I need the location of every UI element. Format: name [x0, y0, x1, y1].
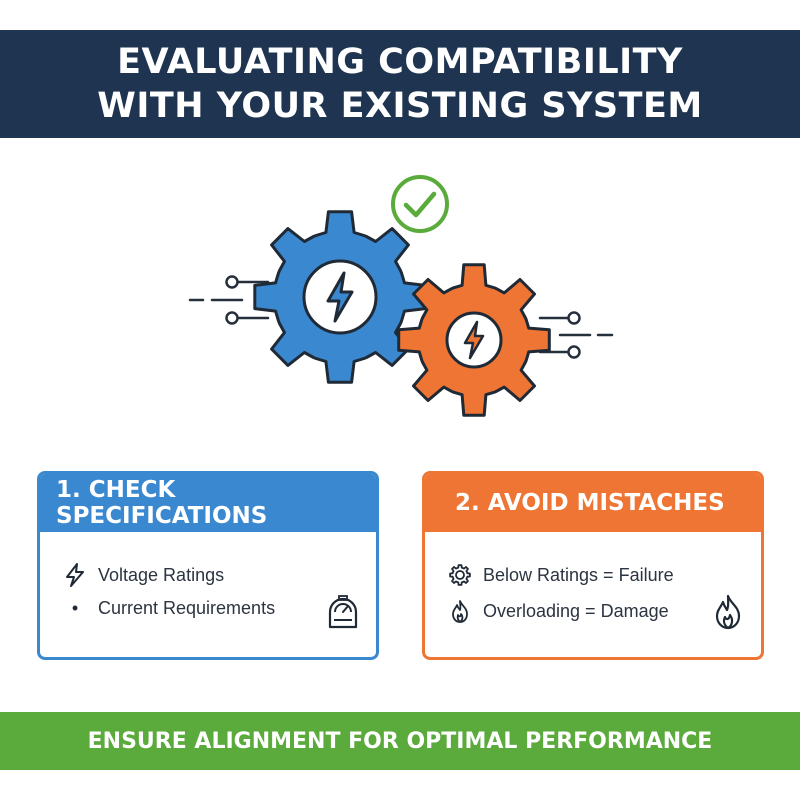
orange-gear-icon: [397, 263, 551, 417]
flame-icon: [447, 598, 473, 624]
gears-illustration: [188, 175, 614, 417]
below-ratings-label: Below Ratings = Failure: [483, 564, 674, 585]
connector-lines-left-icon: [188, 275, 270, 325]
check-specifications-card: 1. CHECK SPECIFICATIONS Voltage Ratings …: [37, 471, 379, 660]
voltage-ratings-item: Voltage Ratings: [62, 562, 224, 588]
overloading-label: Overloading = Damage: [483, 600, 669, 621]
bullet-icon: •: [71, 598, 79, 618]
check-circle-icon: [391, 175, 449, 233]
title-banner: EVALUATING COMPATIBILITY WITH YOUR EXIST…: [0, 30, 800, 138]
gauge-meter-icon: [328, 595, 358, 629]
avoid-mismatches-body: Below Ratings = Failure Overloading = Da…: [425, 532, 761, 657]
current-requirements-item: • Current Requirements: [62, 598, 275, 619]
current-requirements-label: Current Requirements: [98, 598, 276, 618]
title-line-2: WITH YOUR EXISTING SYSTEM: [97, 86, 703, 126]
blue-gear-icon: [253, 210, 427, 384]
check-specifications-title: 1. CHECK SPECIFICATIONS: [40, 474, 376, 532]
avoid-mismatches-card: 2. AVOID MISTACHES Below Ratings = Failu…: [422, 471, 764, 660]
lightning-bolt-icon: [62, 562, 88, 588]
check-specifications-body: Voltage Ratings • Current Requirements: [40, 532, 376, 657]
voltage-ratings-label: Voltage Ratings: [98, 564, 225, 585]
overloading-item: Overloading = Damage: [447, 598, 669, 624]
flame-icon: [715, 594, 741, 630]
avoid-mismatches-title: 2. AVOID MISTACHES: [425, 474, 761, 532]
footer-banner: ENSURE ALIGNMENT FOR OPTIMAL PERFORMANCE: [0, 712, 800, 770]
title-line-1: EVALUATING COMPATIBILITY: [117, 42, 683, 82]
below-ratings-item: Below Ratings = Failure: [447, 562, 674, 588]
gear-icon: [447, 562, 473, 588]
